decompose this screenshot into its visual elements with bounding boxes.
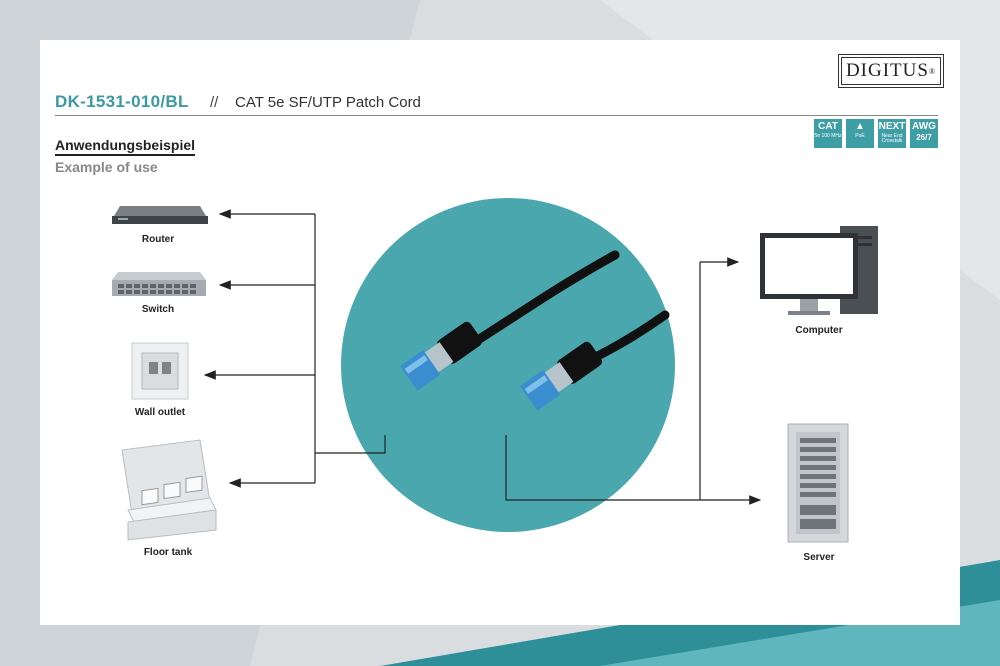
cat5e-badge: CAT 5e 100 MHz [814,119,842,148]
header-separator: // [210,94,219,111]
connection-diagram [112,198,878,543]
product-title: CAT 5e SF/UTP Patch Cord [235,94,421,111]
router-label: Router [141,234,175,245]
awg-badge: AWG 26/7 [910,119,938,148]
server-label: Server [803,552,835,563]
wall-outlet-label: Wall outlet [134,407,186,418]
switch-icon [112,272,206,296]
patch-cord-image [400,250,670,411]
switch-label: Switch [141,304,175,315]
wall-outlet-icon [131,342,189,400]
section-title-german: Anwendungsbeispiel [55,137,196,156]
rj45-connector-right [520,341,603,411]
section-title-english: Example of use [55,159,158,175]
product-code: DK-1531-010/BL [55,92,189,111]
floor-tank-icon [121,439,217,541]
router-icon [112,206,208,224]
rj45-connector-left [400,321,483,391]
header-divider [55,115,938,116]
cable-background-circle [341,198,675,532]
left-connection-lines [203,209,386,488]
computer-label: Computer [795,325,843,336]
diagram-card: DIGITUS® DK-1531-010/BL // CAT 5e SF/UTP… [40,40,960,625]
server-icon [787,423,849,543]
right-connection-lines [505,257,762,505]
digitus-logo: DIGITUS® [838,54,944,88]
poe-badge: ▲ PoE [846,119,874,148]
computer-icon [760,226,878,315]
poe-plug-icon: ▲ [855,121,865,132]
next-badge: NEXT Near End Crosstalk [878,119,906,148]
floor-tank-label: Floor tank [143,547,193,558]
